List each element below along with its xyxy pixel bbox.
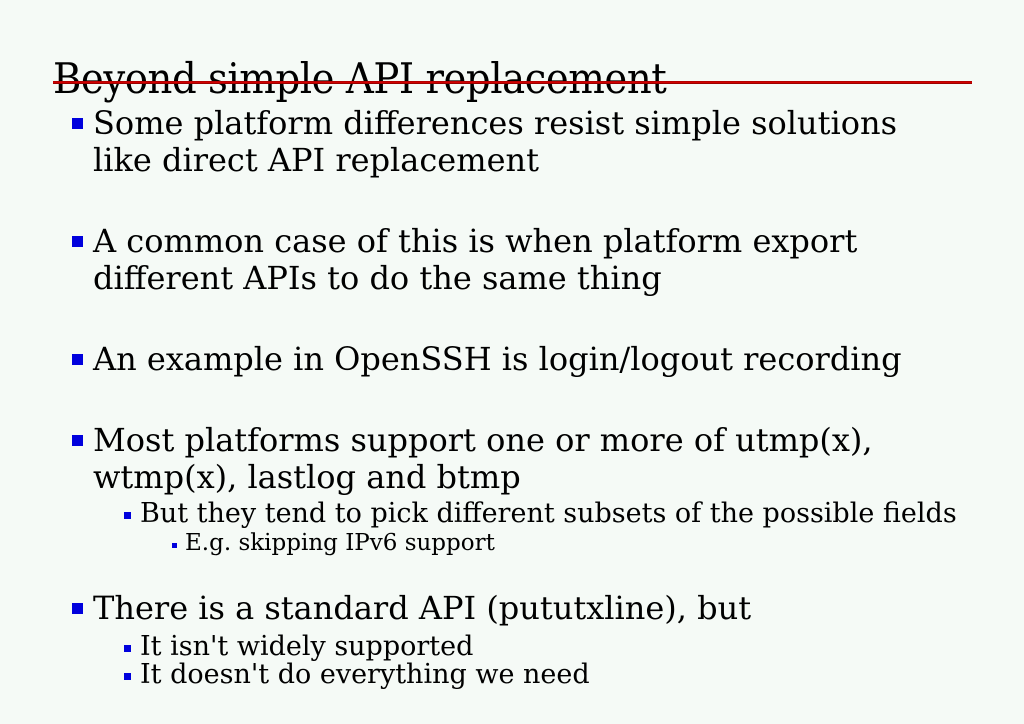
bullet-group-4: Most platforms support one or more of ut… (0, 422, 1024, 557)
bullet-square-icon (72, 354, 83, 365)
sub-bullet-item: It doesn't do everything we need (0, 661, 1024, 689)
bullet-text-line: It doesn't do everything we need (140, 659, 590, 690)
bullet-text-line: A common case of this is when platform e… (93, 222, 858, 260)
bullet-item: There is a standard API (pututxline), bu… (0, 590, 1024, 627)
bullet-text-line: An example in OpenSSH is login/logout re… (93, 340, 902, 378)
bullet-text: Most platforms support one or more of ut… (93, 422, 873, 496)
bullet-item: A common case of this is when platform e… (0, 223, 1024, 297)
bullet-text-line: Some platform differences resist simple … (93, 104, 897, 142)
bullet-text-line: different APIs to do the same thing (93, 259, 662, 297)
bullet-group-1: Some platform differences resist simple … (0, 105, 1024, 179)
bullet-item: Some platform differences resist simple … (0, 105, 1024, 179)
sub-bullet-square-icon (124, 645, 131, 652)
bullet-item: Most platforms support one or more of ut… (0, 422, 1024, 496)
bullet-item: An example in OpenSSH is login/logout re… (0, 341, 1024, 378)
bullet-group-5: There is a standard API (pututxline), bu… (0, 590, 1024, 689)
sub-bullet-item: But they tend to pick different subsets … (0, 500, 1024, 528)
bullet-square-icon (72, 118, 83, 129)
sub-sub-bullet-text: E.g. skipping IPv6 support (185, 530, 495, 557)
bullet-text: A common case of this is when platform e… (93, 223, 857, 297)
bullet-text-line: There is a standard API (pututxline), bu… (93, 589, 752, 627)
sub-bullet-item: It isn't widely supported (0, 633, 1024, 661)
sub-bullet-text: It doesn't do everything we need (140, 661, 590, 689)
bullet-text: Some platform differences resist simple … (93, 105, 897, 179)
bullet-text-line: like direct API replacement (93, 141, 539, 179)
bullet-group-3: An example in OpenSSH is login/logout re… (0, 341, 1024, 378)
bullet-text-line: It isn't widely supported (140, 631, 474, 662)
bullet-square-icon (72, 603, 83, 614)
bullet-group-2: A common case of this is when platform e… (0, 223, 1024, 297)
title-underline (53, 81, 972, 84)
sub-sub-bullet-square-icon (172, 543, 177, 548)
sub-bullet-text: It isn't widely supported (140, 633, 473, 661)
bullet-square-icon (72, 236, 83, 247)
sub-sub-bullet-item: E.g. skipping IPv6 support (0, 530, 1024, 557)
sub-bullet-square-icon (124, 512, 131, 519)
sub-bullet-text: But they tend to pick different subsets … (140, 500, 957, 528)
page-title: Beyond simple API replacement (53, 54, 667, 104)
bullet-text: An example in OpenSSH is login/logout re… (93, 341, 902, 378)
sub-bullet-square-icon (124, 673, 131, 680)
bullet-text-line: Most platforms support one or more of ut… (93, 421, 873, 459)
bullet-text: There is a standard API (pututxline), bu… (93, 590, 751, 627)
bullet-text-line: But they tend to pick different subsets … (140, 498, 957, 529)
bullet-list: Some platform differences resist simple … (0, 105, 1024, 724)
bullet-text-line: wtmp(x), lastlog and btmp (93, 458, 521, 496)
bullet-text-line: E.g. skipping IPv6 support (185, 530, 495, 556)
bullet-square-icon (72, 435, 83, 446)
